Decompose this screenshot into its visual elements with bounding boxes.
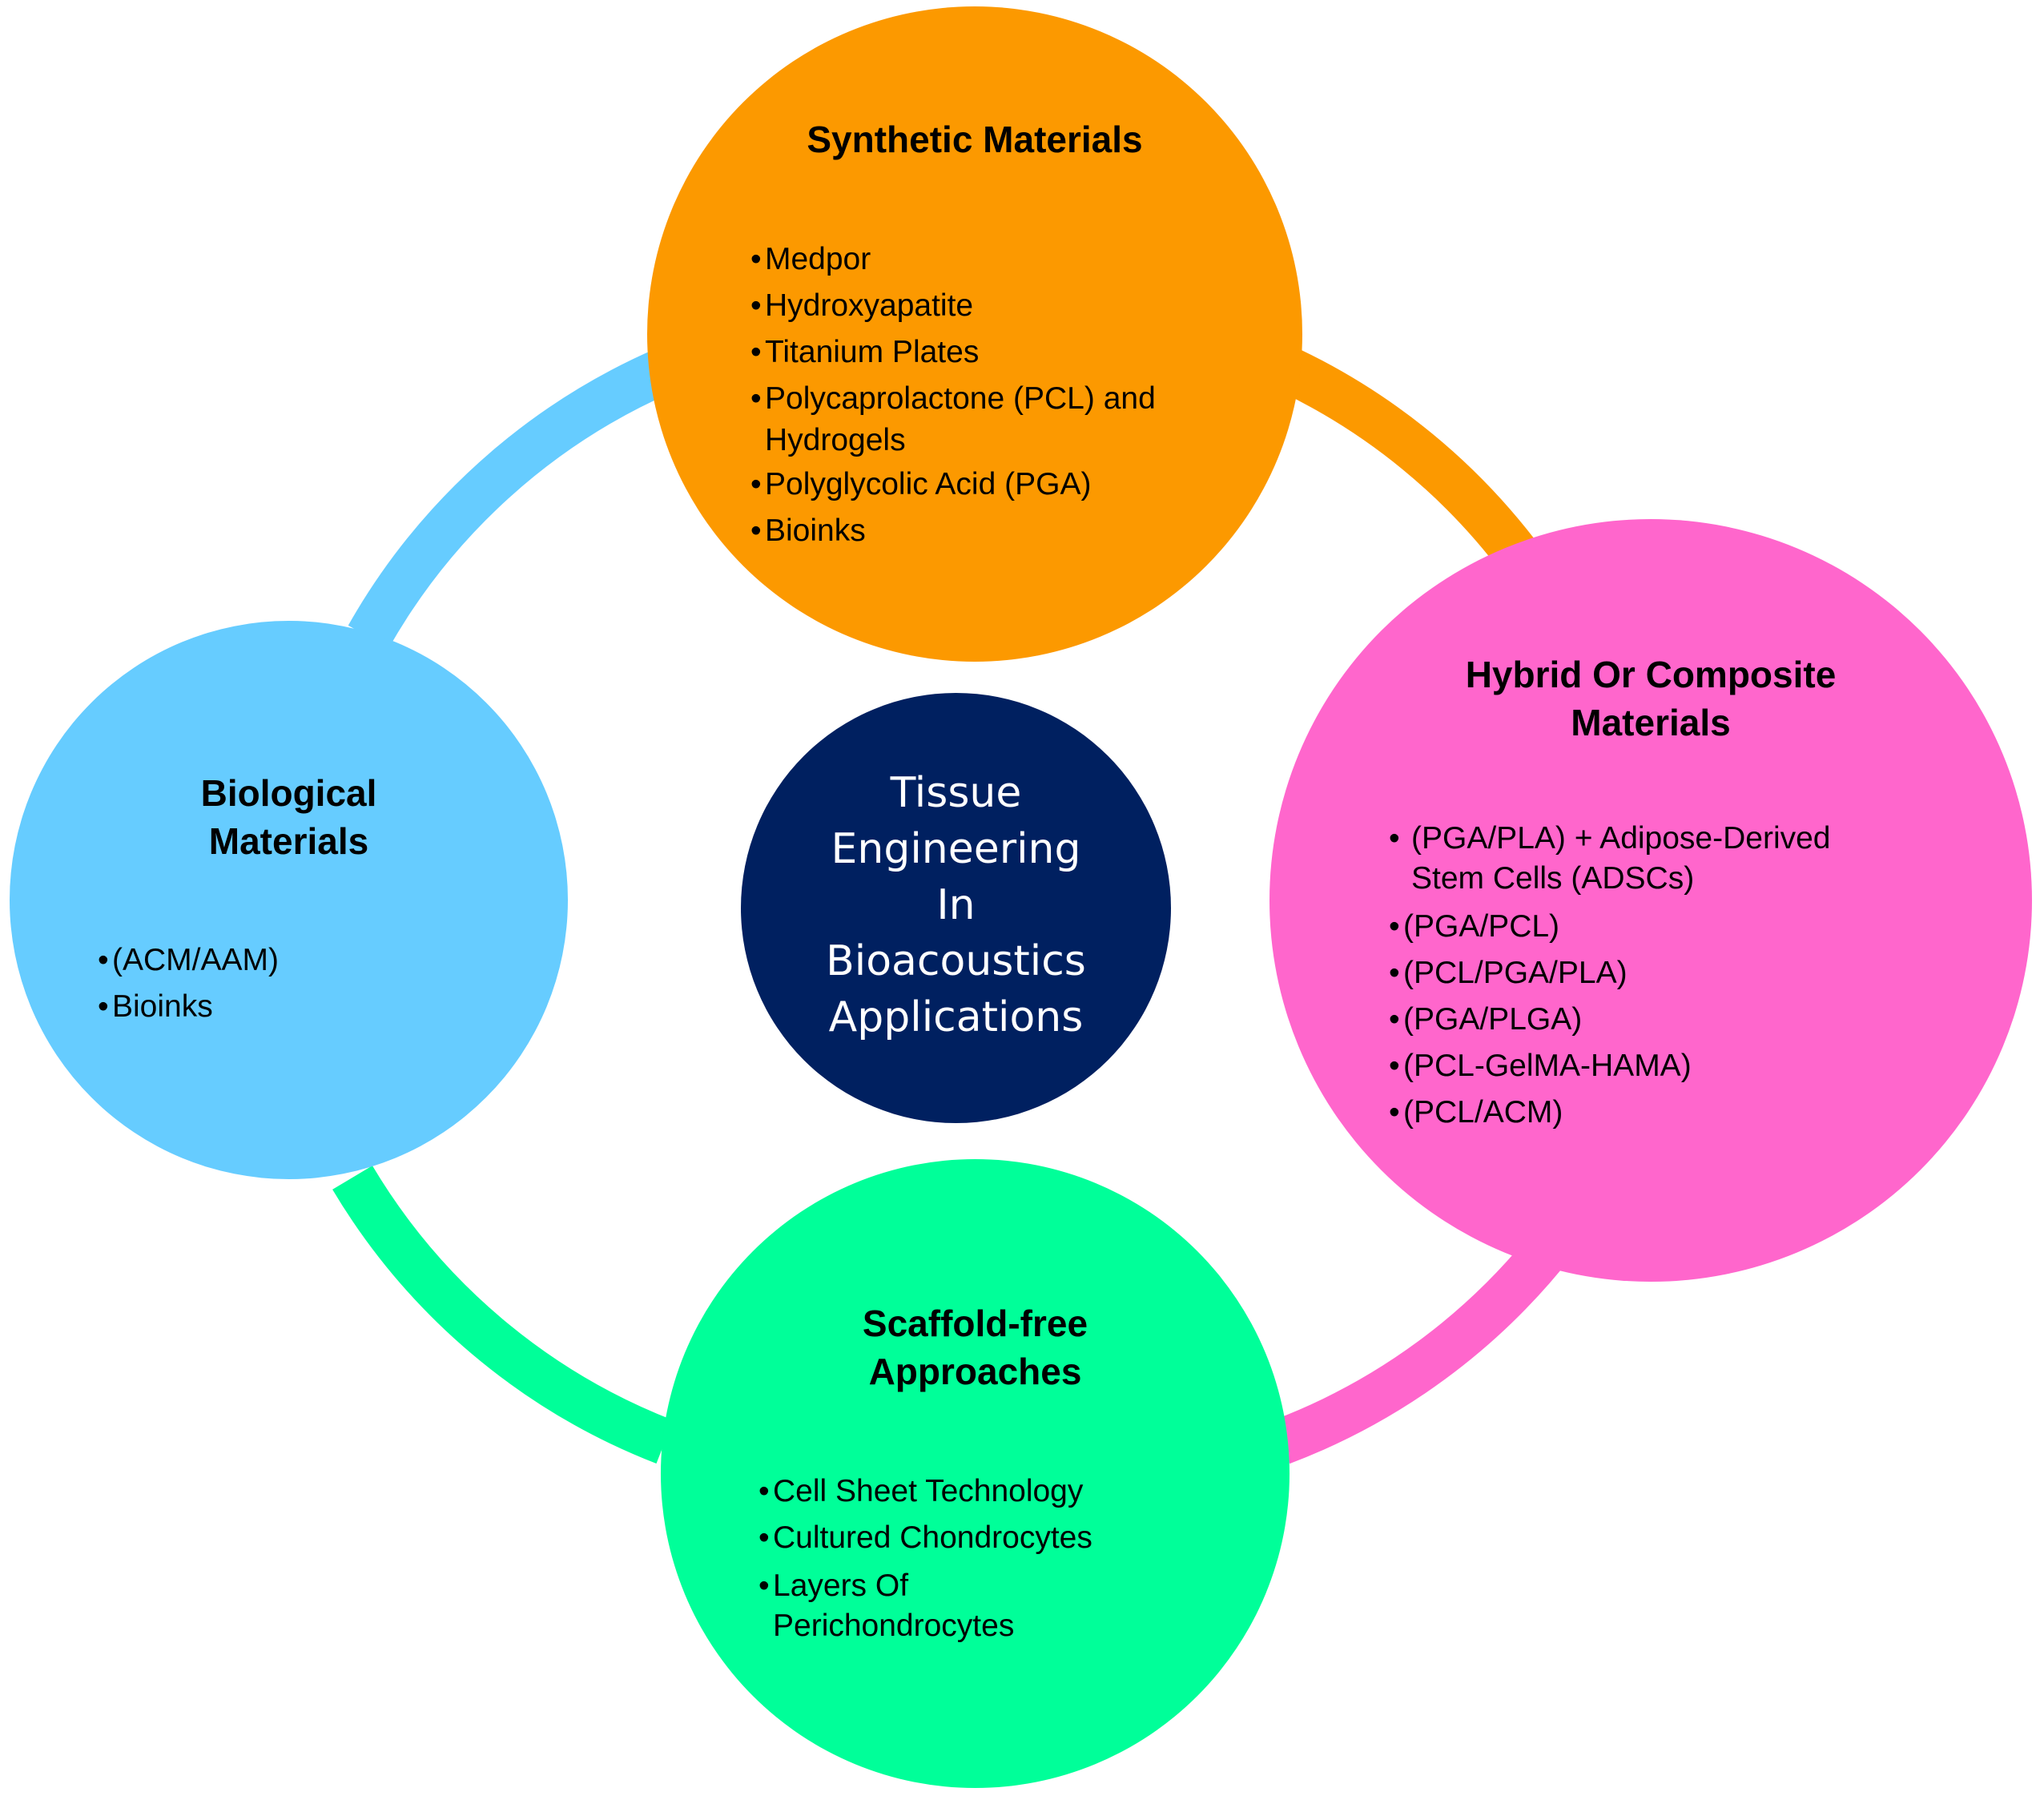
- title-line: Materials: [208, 820, 369, 862]
- title-line: Materials: [1571, 702, 1731, 743]
- center-title-line: Bioacoustics: [826, 937, 1086, 985]
- list-item-text: Bioinks: [112, 989, 213, 1024]
- synthetic-materials-circle: [647, 6, 1302, 662]
- list-item: •(PCL-GelMA-HAMA): [1389, 1043, 1885, 1089]
- bullet: •: [750, 513, 762, 548]
- center-title-line: Applications: [828, 993, 1084, 1041]
- arc-synthetic-to-hybrid: [1279, 348, 1541, 575]
- list-item: •Bioinks: [98, 984, 434, 1030]
- bullet: •: [750, 335, 762, 369]
- list-item: •Polyglycolic Acid (PGA): [750, 461, 1167, 508]
- bullet: •: [1389, 821, 1400, 856]
- title-line: Biological: [200, 772, 377, 814]
- bullet: •: [1389, 1049, 1400, 1083]
- center-title: Tissue Engineering In Bioacoustics Appli…: [741, 765, 1171, 1045]
- bullet: •: [750, 381, 762, 416]
- list-item: •Hydroxyapatite: [750, 283, 1167, 329]
- biological-materials-list: •(ACM/AAM) •Bioinks: [98, 937, 434, 1030]
- bullet: •: [750, 242, 762, 276]
- list-item: •(PCL/ACM): [1389, 1089, 1885, 1136]
- bullet: •: [1389, 909, 1400, 944]
- list-item: •Polycaprolactone (PCL) and Hydrogels: [750, 378, 1167, 461]
- list-item: •Layers Of Perichondrocytes: [758, 1566, 1159, 1646]
- bullet: •: [758, 1474, 770, 1508]
- scaffold-free-circle: [661, 1159, 1290, 1788]
- hybrid-materials-list: • (PGA/PLA) + Adipose-Derived Stem Cells …: [1389, 819, 1885, 1136]
- center-title-line: In: [936, 881, 976, 929]
- list-item-text: (PGA/PCL): [1403, 909, 1560, 944]
- synthetic-materials-title: Synthetic Materials: [807, 119, 1143, 160]
- center-title-line: Tissue: [890, 769, 1022, 817]
- scaffold-free-list: •Cell Sheet Technology •Cultured Chondro…: [758, 1468, 1159, 1646]
- title-line: Approaches: [868, 1351, 1082, 1392]
- title-line: Scaffold-free: [862, 1303, 1088, 1344]
- bullet: •: [758, 1568, 770, 1603]
- center-title-line: Engineering: [831, 825, 1081, 873]
- arc-scaffold-to-biological: [332, 1166, 674, 1464]
- list-item-text: Layers Of Perichondrocytes: [773, 1568, 1015, 1643]
- biological-materials-title: Biological Materials: [10, 769, 568, 865]
- biological-materials-circle: [10, 621, 568, 1179]
- center-circle: [741, 693, 1171, 1123]
- scaffold-free-title: Scaffold-free Approaches: [661, 1299, 1290, 1395]
- list-item: •(PCL/PGA/PLA): [1389, 950, 1885, 997]
- list-item-text: Bioinks: [765, 513, 866, 548]
- list-item-text: Polycaprolactone (PCL) and Hydrogels: [765, 381, 1156, 457]
- list-item-text: Hydroxyapatite: [765, 288, 974, 323]
- list-item: •Titanium Plates: [750, 329, 1167, 376]
- list-item: •Cell Sheet Technology: [758, 1468, 1159, 1515]
- bullet: •: [758, 1520, 770, 1555]
- list-item: • (PGA/PLA) + Adipose-Derived Stem Cells …: [1389, 819, 1885, 899]
- arc-biological-to-synthetic: [348, 348, 674, 649]
- list-item-text: (ACM/AAM): [112, 943, 279, 977]
- list-item-text: (PCL/ACM): [1403, 1095, 1563, 1130]
- list-item-text: Medpor: [765, 242, 871, 276]
- list-item-text: (PCL-GelMA-HAMA): [1403, 1049, 1692, 1083]
- list-item: •Cultured Chondrocytes: [758, 1515, 1159, 1561]
- list-item-text: Titanium Plates: [765, 335, 980, 369]
- list-item-text: Cell Sheet Technology: [773, 1474, 1084, 1508]
- hybrid-materials-title: Hybrid Or Composite Materials: [1269, 650, 2032, 747]
- list-item-text: (PCL/PGA/PLA): [1403, 956, 1628, 990]
- list-item: •Medpor: [750, 236, 1167, 283]
- bullet: •: [750, 288, 762, 323]
- bullet: •: [98, 989, 109, 1024]
- bullet: •: [98, 943, 109, 977]
- bullet: •: [1389, 1002, 1400, 1037]
- list-item: •(ACM/AAM): [98, 937, 434, 984]
- arc-hybrid-to-scaffold: [1273, 1227, 1572, 1464]
- synthetic-materials-list: •Medpor •Hydroxyapatite •Titanium Plates…: [750, 236, 1167, 554]
- bullet: •: [750, 467, 762, 501]
- list-item-text: (PGA/PLA) + Adipose-Derived Stem Cells (…: [1411, 821, 1831, 896]
- list-item: •(PGA/PLGA): [1389, 997, 1885, 1043]
- bullet: •: [1389, 956, 1400, 990]
- hybrid-materials-circle: [1269, 519, 2032, 1282]
- list-item-text: Cultured Chondrocytes: [773, 1520, 1092, 1555]
- title-line: Hybrid Or Composite: [1465, 654, 1837, 695]
- list-item-text: (PGA/PLGA): [1403, 1002, 1583, 1037]
- list-item: •(PGA/PCL): [1389, 904, 1885, 950]
- list-item: •Bioinks: [750, 508, 1167, 554]
- bullet: •: [1389, 1095, 1400, 1130]
- list-item-text: Polyglycolic Acid (PGA): [765, 467, 1092, 501]
